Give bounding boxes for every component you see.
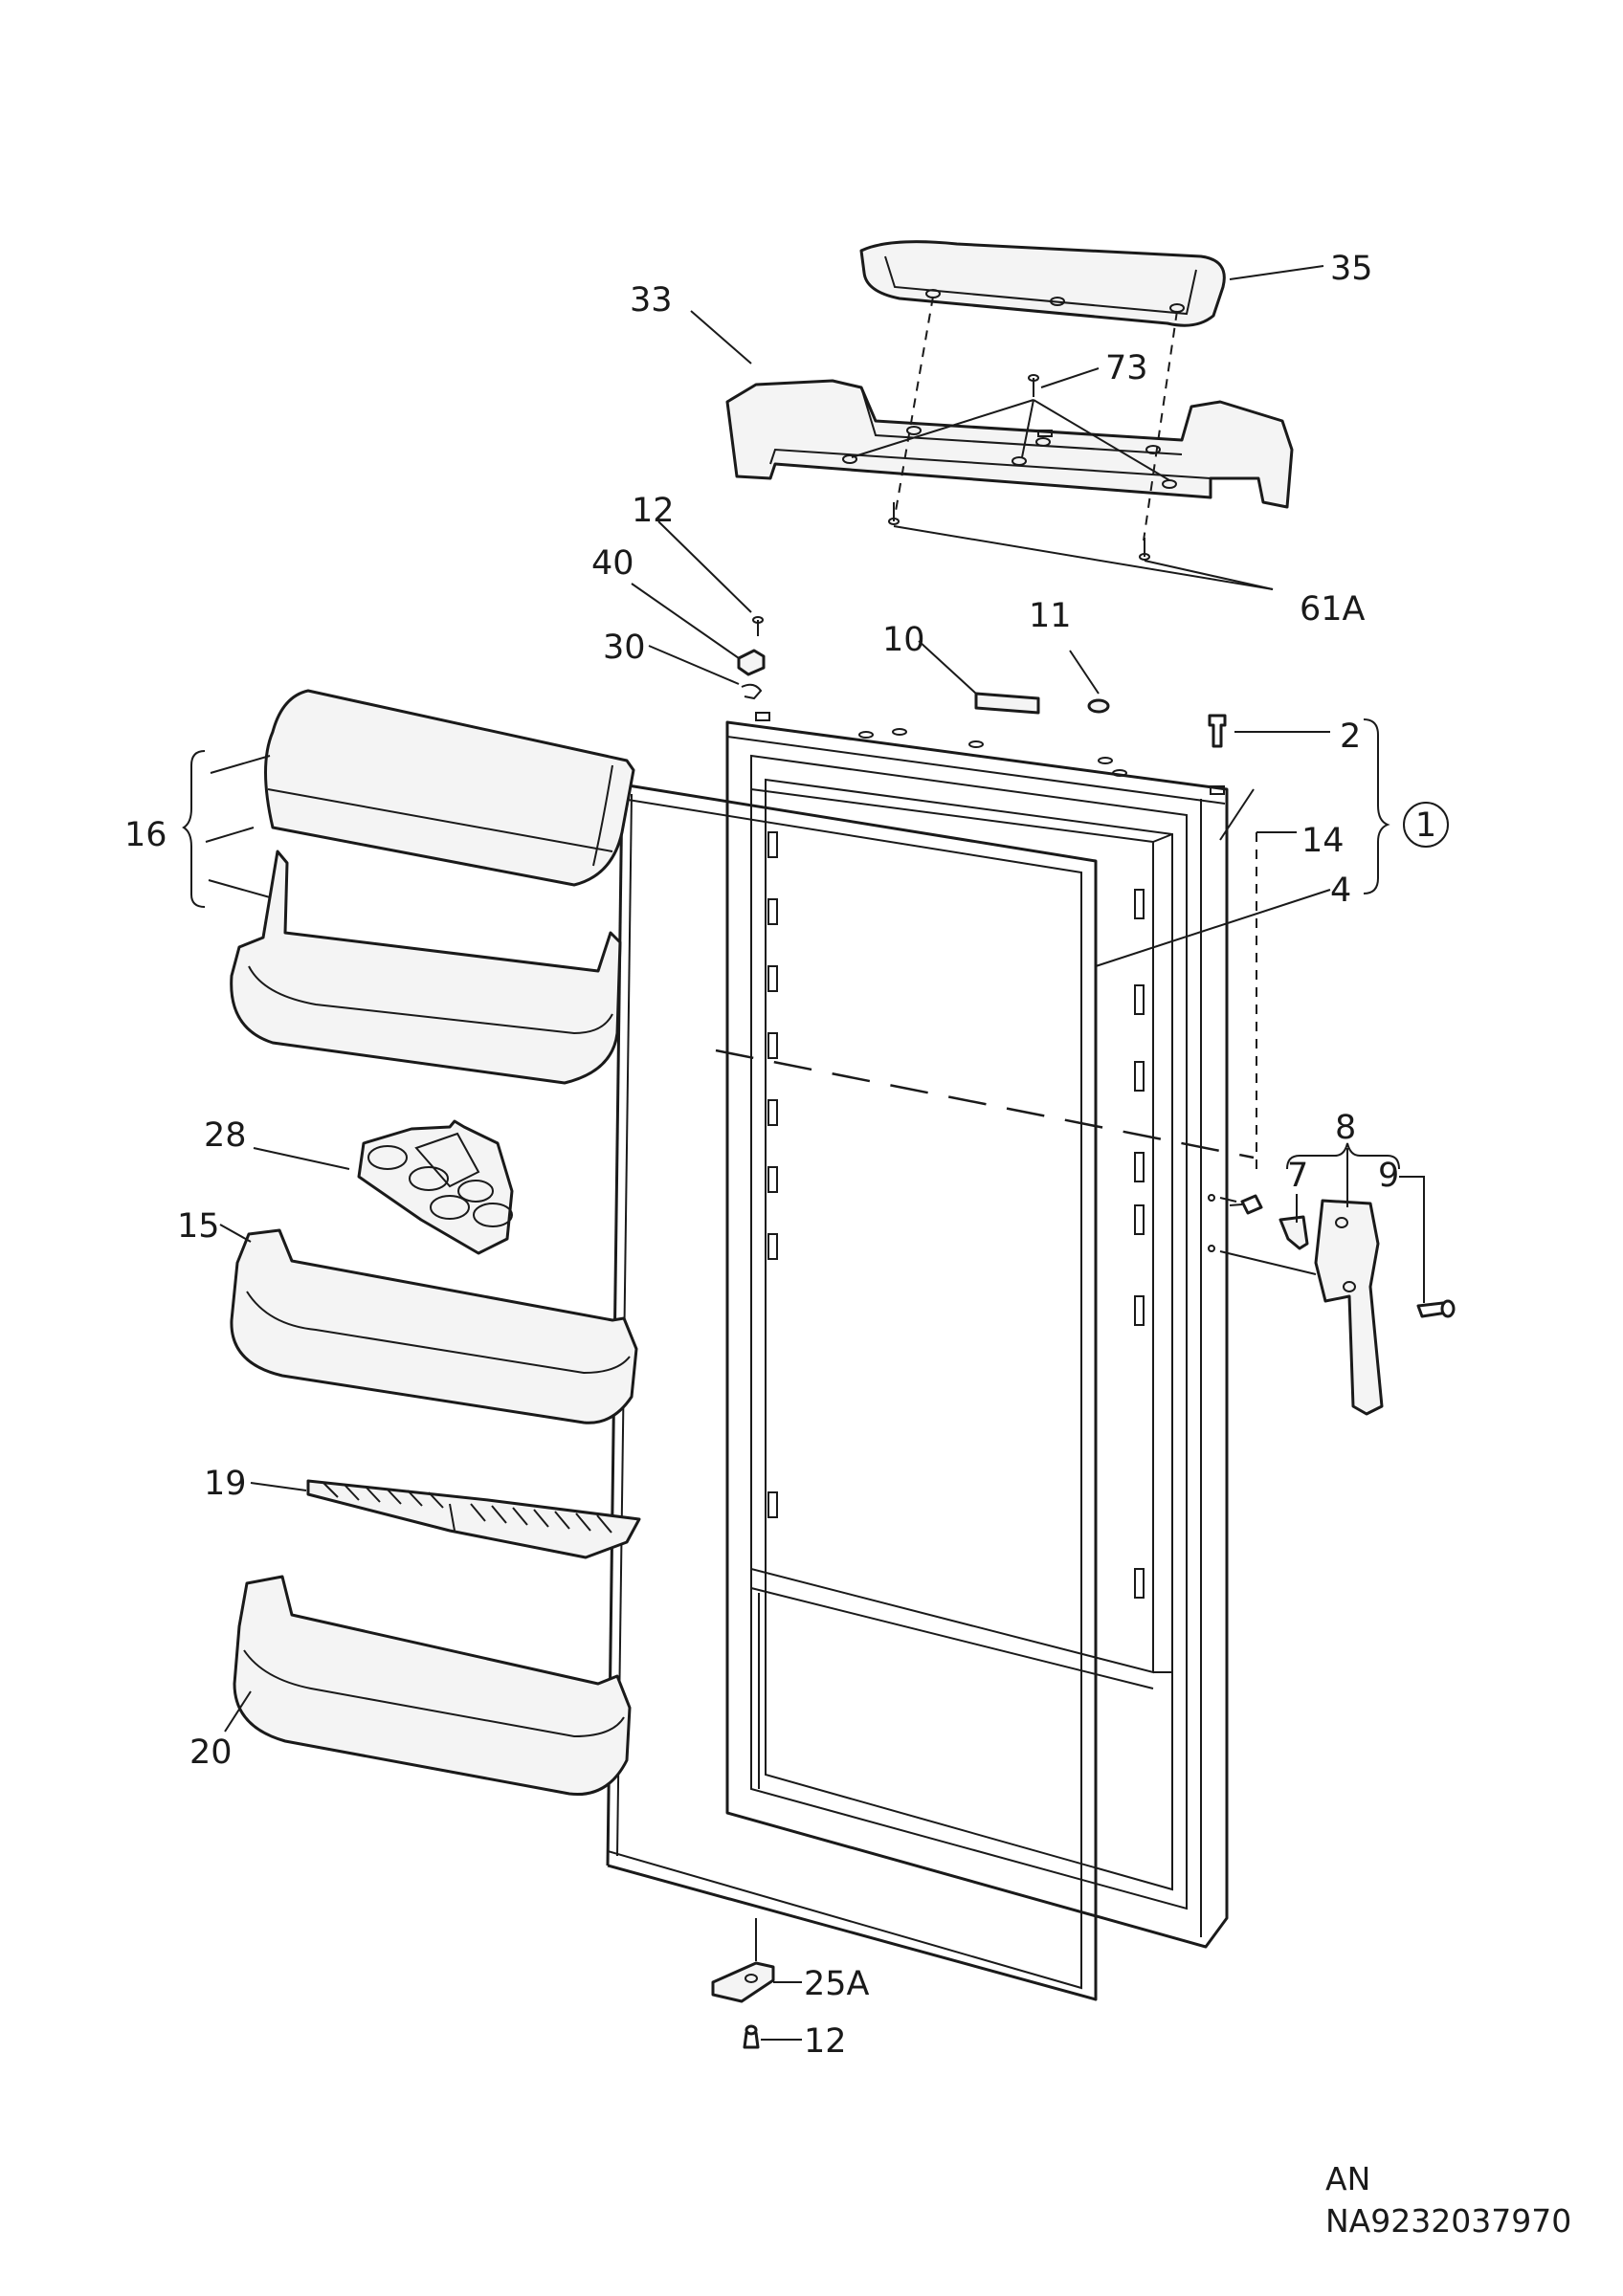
label-15: 15 [177,1207,220,1246]
part-12-screw-top [752,616,764,636]
part-14-screw [1229,1194,1263,1215]
label-25A: 25A [804,1965,870,2003]
footer-code: AN [1325,2160,1371,2197]
part-16-dairy-shelf [230,850,622,1085]
label-10: 10 [882,621,925,659]
label-12-top: 12 [632,492,675,530]
hole [1208,1194,1215,1202]
label-8: 8 [1335,1109,1356,1147]
screw-61A-right [1139,538,1150,561]
part-35-top-trim [859,240,1226,327]
bracket-8 [1286,1142,1400,1170]
label-2: 2 [1340,718,1361,756]
bracket-1 [1363,718,1390,894]
part-8-door-handle [1314,1199,1384,1416]
part-28-egg-tray [357,1119,514,1255]
callout-circle-1 [1403,802,1449,848]
part-9-screw [1416,1299,1456,1318]
label-40: 40 [591,544,634,583]
label-16: 16 [124,816,167,854]
label-33: 33 [630,281,673,320]
label-30: 30 [603,629,646,667]
assembly-line [894,296,934,518]
screw-73 [1028,374,1039,397]
screw-61A-left [888,502,900,525]
label-14: 14 [1301,822,1345,860]
label-12-bottom: 12 [804,2022,847,2061]
label-35: 35 [1330,250,1373,288]
label-28: 28 [204,1116,247,1155]
part-16-dairy-lid [264,689,635,887]
door-frame [725,712,1229,1949]
part-19-bottle-retainer [306,1479,641,1559]
part-11-cap [1087,698,1110,714]
hole [1208,1245,1215,1252]
part-7-handle-clip [1278,1215,1309,1250]
part-12-screw-bottom [743,2024,760,2049]
part-2-hinge-pin [1208,714,1227,748]
label-7: 7 [1287,1157,1308,1195]
part-10-rating-label [974,692,1040,715]
label-11: 11 [1029,597,1072,635]
label-19: 19 [204,1465,247,1503]
bracket-16 [182,750,206,908]
assembly-line [1143,310,1178,541]
label-9: 9 [1378,1157,1399,1195]
label-4: 4 [1330,872,1351,910]
part-15-door-shelf [230,1228,638,1424]
part-25A-bottom-hinge [711,1961,775,2003]
label-1: 1 [1415,806,1436,845]
part-20-bottle-shelf [233,1575,632,1797]
alignment-dashed-line [715,1049,1255,1159]
label-20: 20 [189,1733,233,1772]
part-33-top-cover [725,379,1294,509]
footer-document-number: NA9232037970 [1325,2202,1572,2240]
label-73: 73 [1105,349,1148,387]
label-61A: 61A [1300,590,1366,629]
part-30-hinge-pin [741,683,763,700]
part-40-bushing [737,649,766,676]
